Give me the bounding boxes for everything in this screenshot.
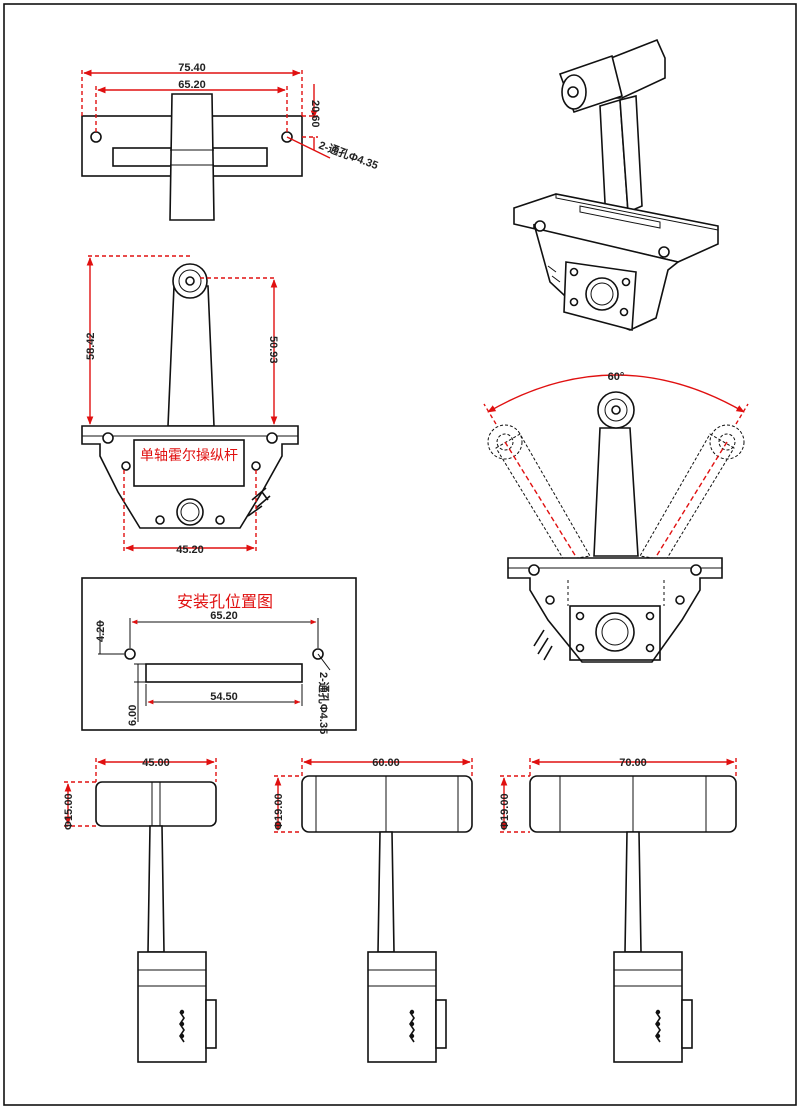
handle-1-diameter: Φ15.00 <box>63 793 75 830</box>
sheet-border <box>3 3 797 1106</box>
handle-variant-1: 45.00 Φ15.00 <box>63 757 217 1063</box>
mounting-dim-slot-offset: 6.00 <box>127 705 139 726</box>
handle-3-width: 70.00 <box>619 757 647 769</box>
mounting-dim-slot-length: 54.50 <box>210 691 238 703</box>
top-dim-overall-width: 75.40 <box>178 62 206 74</box>
top-dim-height: 20.60 <box>309 100 321 128</box>
mounting-title: 安装孔位置图 <box>177 592 273 611</box>
front-dim-bottom-width: 45.20 <box>176 544 204 556</box>
mounting-dim-offset: 4.20 <box>95 621 107 642</box>
handle-2-width: 60.00 <box>372 757 400 769</box>
top-dim-hole-note: 2-通孔Φ4.35 <box>317 139 380 172</box>
front-dim-height-left: 58.42 <box>85 332 97 360</box>
swing-dim-angle: 60° <box>608 371 625 383</box>
top-dim-hole-spacing: 65.20 <box>178 79 206 91</box>
mounting-dim-hole-note: 2-通孔Φ4.35 <box>317 672 330 734</box>
handle-3-diameter: Φ19.00 <box>499 793 511 830</box>
isometric-view <box>513 38 719 332</box>
mounting-dim-hole-spacing: 65.20 <box>210 610 238 622</box>
front-view: 58.42 50.93 45.20 单轴霍尔操纵杆 <box>81 255 299 556</box>
top-view: 75.40 65.20 20.60 2-通孔Φ4.35 <box>81 62 380 221</box>
product-label: 单轴霍尔操纵杆 <box>140 448 238 464</box>
handle-1-width: 45.00 <box>142 757 170 769</box>
handle-2-diameter: Φ19.00 <box>273 793 285 830</box>
front-dim-height-right: 50.93 <box>267 336 279 364</box>
handle-variant-2: 60.00 Φ19.00 <box>273 757 473 1063</box>
mounting-hole-diagram: 安装孔位置图 65.20 4.20 54.50 6.00 2-通孔Φ4.35 <box>81 577 357 734</box>
swing-view: 60° <box>483 371 749 663</box>
handle-variant-3: 70.00 Φ19.00 <box>499 757 737 1063</box>
